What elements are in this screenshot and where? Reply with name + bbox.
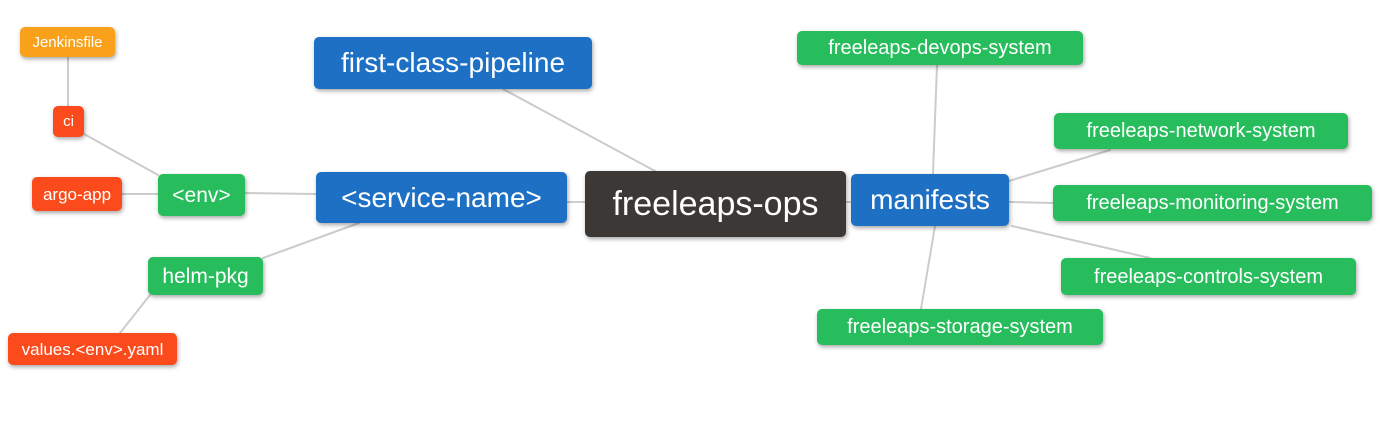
node-freeleaps-monitoring-system[interactable]: freeleaps-monitoring-system xyxy=(1053,185,1372,221)
edge-manifests-storage xyxy=(920,225,936,310)
edge-manifests-devops xyxy=(932,64,938,175)
node-first-class-pipeline[interactable]: first-class-pipeline xyxy=(314,37,592,89)
edge-manifests-monitoring xyxy=(1008,201,1054,204)
node-helm-pkg[interactable]: helm-pkg xyxy=(148,257,263,295)
node-argo-app[interactable]: argo-app xyxy=(32,177,122,211)
node-ci[interactable]: ci xyxy=(53,106,84,137)
node-values-env-yaml[interactable]: values.<env>.yaml xyxy=(8,333,177,365)
node-freeleaps-devops-system[interactable]: freeleaps-devops-system xyxy=(797,31,1083,65)
edge-ci-env xyxy=(83,133,159,176)
edge-manifests-controls xyxy=(1011,225,1151,259)
node-freeleaps-controls-system[interactable]: freeleaps-controls-system xyxy=(1061,258,1356,295)
edge-pipeline-freeleaps-ops xyxy=(502,88,656,172)
node-freeleaps-ops-root[interactable]: freeleaps-ops xyxy=(585,171,846,237)
edge-helm-pkg-service-name xyxy=(262,222,360,259)
node-freeleaps-network-system[interactable]: freeleaps-network-system xyxy=(1054,113,1348,149)
edge-manifests-network xyxy=(1008,149,1111,182)
node-jenkinsfile[interactable]: Jenkinsfile xyxy=(20,27,115,57)
edge-env-service-name xyxy=(244,192,317,195)
edge-values-helm-pkg xyxy=(119,294,151,334)
node-env[interactable]: <env> xyxy=(158,174,245,216)
node-manifests[interactable]: manifests xyxy=(851,174,1009,226)
node-freeleaps-storage-system[interactable]: freeleaps-storage-system xyxy=(817,309,1103,345)
node-service-name[interactable]: <service-name> xyxy=(316,172,567,223)
